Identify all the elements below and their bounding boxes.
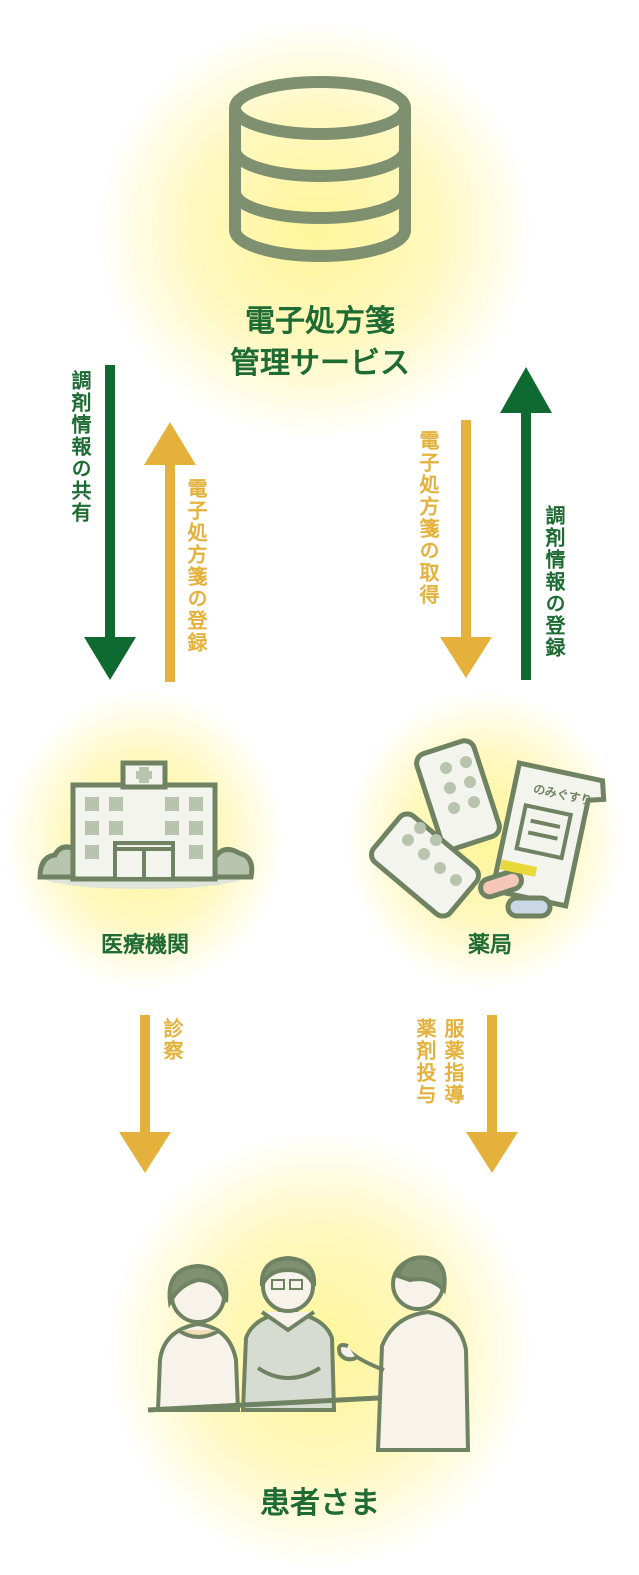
service-glow bbox=[95, 20, 535, 440]
arrow-register-prescription-up bbox=[144, 422, 196, 682]
pharmacy-icon: のみぐすり bbox=[369, 738, 607, 919]
pharmacy-label: 薬局 bbox=[467, 933, 512, 958]
service-title-line2: 管理サービス bbox=[230, 346, 410, 381]
hospital-label: 医療機関 bbox=[100, 933, 189, 958]
label-medication-guidance: 服薬指導 bbox=[441, 1018, 465, 1106]
service-title-line1: 電子処方箋 bbox=[245, 304, 395, 339]
label-get-prescription: 電子処方箋の取得 bbox=[416, 430, 440, 606]
patient-label: 患者さま bbox=[260, 1486, 380, 1521]
label-register-prescription: 電子処方箋の登録 bbox=[184, 478, 208, 654]
arrow-examination-down bbox=[119, 1015, 171, 1173]
arrow-register-dispensing-up bbox=[500, 367, 552, 680]
label-register-dispensing: 調剤情報の登録 bbox=[542, 505, 566, 659]
label-dispense: 薬剤投与 bbox=[413, 1018, 437, 1106]
label-share-dispensing: 調剤情報の共有 bbox=[68, 370, 92, 524]
patient-consultation-illustration bbox=[147, 1255, 471, 1452]
arrow-guidance-down bbox=[466, 1015, 518, 1173]
database-icon bbox=[229, 76, 411, 262]
label-examination: 診察 bbox=[160, 1018, 184, 1062]
hospital-icon bbox=[37, 760, 255, 889]
arrow-share-dispensing-down bbox=[84, 365, 136, 680]
arrow-get-prescription-down bbox=[440, 420, 492, 678]
